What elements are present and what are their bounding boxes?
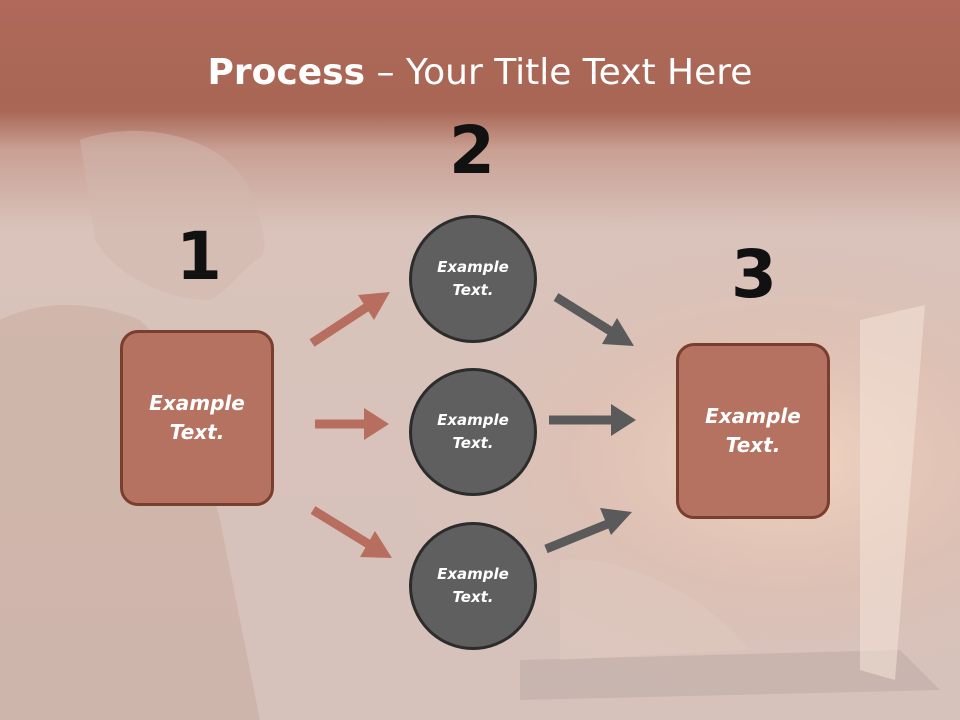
box-left-line1: Example [149,391,245,415]
process-box-left: Example Text. [120,330,274,506]
step-number-2: 2 [449,112,495,189]
arrow-to-top-circle [309,292,390,347]
arrow-from-middle-circle [549,404,636,436]
arrow-to-bottom-circle [310,506,392,558]
title-rest: – Your Title Text Here [365,52,753,93]
step-number-3: 3 [731,236,777,313]
circle-bottom-line1: Example [437,565,509,583]
process-circle-middle: Example Text. [409,368,537,496]
process-circle-bottom: Example Text. [409,522,537,650]
arrow-from-top-circle [553,293,634,346]
circle-top-line1: Example [437,258,509,276]
process-box-right: Example Text. [676,343,830,519]
circle-top-line2: Text. [452,281,494,299]
arrow-to-middle-circle [315,408,389,440]
process-circle-top: Example Text. [409,215,537,343]
box-right-line2: Text. [725,433,781,457]
step-number-1: 1 [176,218,222,295]
circle-middle-line1: Example [437,411,509,429]
slide-title: Process – Your Title Text Here [0,52,960,93]
circle-bottom-line2: Text. [452,588,494,606]
box-right-line1: Example [705,404,801,428]
circle-middle-line2: Text. [452,434,494,452]
title-bold: Process [207,52,366,93]
box-left-line2: Text. [169,420,225,444]
arrow-from-bottom-circle [544,508,632,554]
